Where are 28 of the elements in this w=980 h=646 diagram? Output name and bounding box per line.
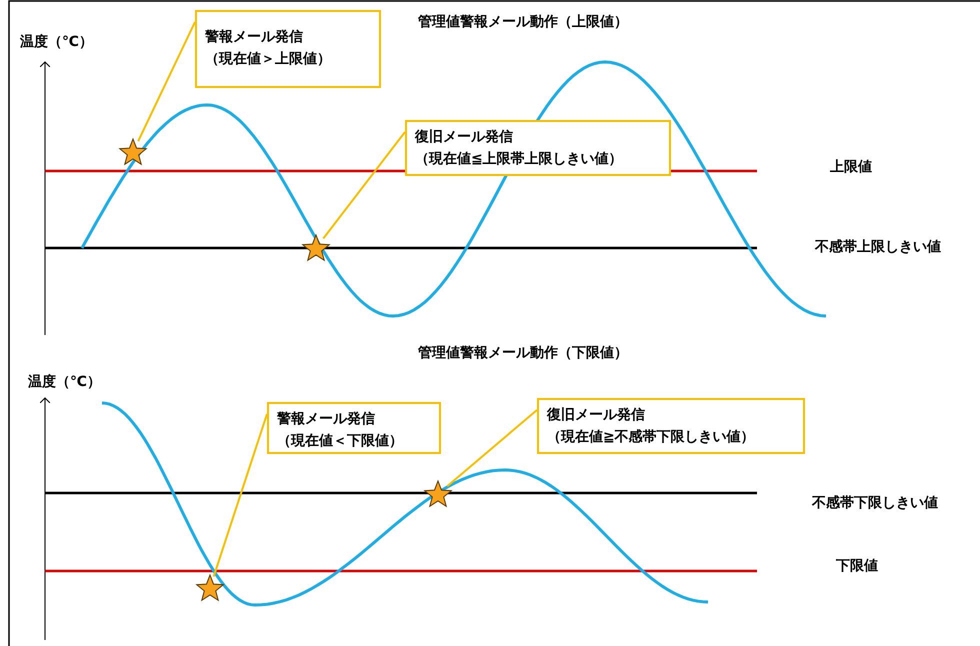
star-marker — [195, 573, 225, 603]
leader-line — [137, 22, 196, 142]
callout-heading: 警報メール発信 — [277, 410, 376, 429]
axis-label: 温度（℃） — [20, 33, 93, 51]
callout-box — [537, 398, 805, 454]
star-marker — [301, 233, 331, 263]
callout-condition: （現在値≧不感帯下限しきい値） — [547, 428, 756, 447]
callout-heading: 警報メール発信 — [205, 28, 304, 47]
chart-title: 管理値警報メール動作（上限値） — [418, 13, 628, 31]
callout-box — [267, 402, 441, 454]
chart-title: 管理値警報メール動作（下限値） — [418, 344, 628, 362]
callout-box — [195, 10, 381, 88]
line-label: 上限値 — [830, 158, 872, 176]
star-marker — [423, 479, 453, 509]
star-marker — [118, 137, 148, 167]
callout-heading: 復旧メール発信 — [415, 128, 514, 147]
callout-condition: （現在値＜下限値） — [277, 432, 404, 451]
callout-heading: 復旧メール発信 — [547, 406, 646, 425]
line-label: 不感帯上限しきい値 — [815, 238, 941, 256]
leader-line — [322, 131, 406, 240]
line-label: 不感帯下限しきい値 — [812, 494, 938, 512]
axis-label: 温度（℃） — [28, 373, 101, 391]
line-label: 下限値 — [836, 557, 878, 575]
leader-line — [212, 414, 268, 577]
leader-line — [446, 409, 538, 487]
callout-box — [405, 120, 671, 176]
callout-condition: （現在値≦上限帯上限しきい値） — [415, 150, 624, 169]
callout-condition: （現在値＞上限値） — [205, 50, 332, 69]
